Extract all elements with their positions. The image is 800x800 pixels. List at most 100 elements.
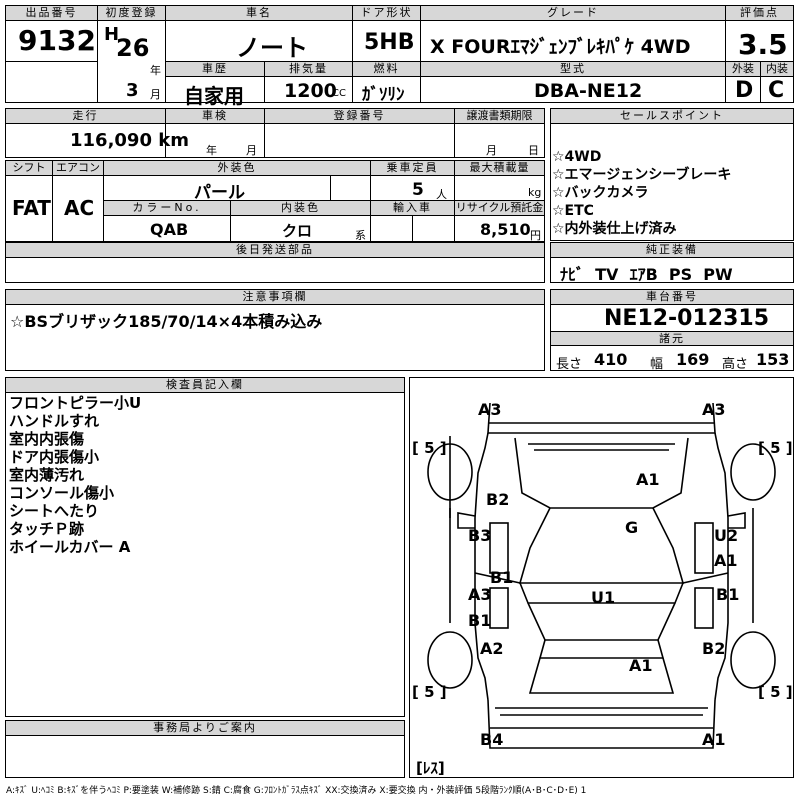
mark-a1-trunk: A1	[629, 656, 653, 675]
mark-u1-roof: U1	[591, 588, 616, 607]
intcolor: クロ	[282, 222, 313, 240]
height-label: 高さ	[722, 357, 749, 372]
inspector-item: シートへたり	[9, 502, 100, 520]
score-label: 評価点	[726, 6, 793, 21]
grade-label: グレード	[421, 6, 725, 21]
first-reg-label: 初度登録	[98, 6, 165, 21]
capacity-label: 乗車定員	[371, 161, 454, 176]
mark-u2-right-door: U2	[714, 526, 739, 545]
sales-label: セールスポイント	[551, 109, 793, 124]
sales-item: ☆ETC	[552, 203, 594, 219]
inspector-item: ドア内張傷小	[9, 448, 100, 466]
transfer-month-unit: 月	[486, 144, 497, 157]
car-name-label: 車名	[166, 6, 352, 21]
history: 自家用	[184, 84, 244, 108]
colorno-label: カラーNo.	[104, 201, 230, 216]
mark-b1-right-rear-door: B1	[716, 585, 740, 604]
later-parts-label: 後日発送部品	[6, 243, 544, 258]
load-label: 最大積載量	[455, 161, 544, 176]
mark-b1-left-door: B1	[490, 568, 514, 587]
mark-a1-right-bumper: A1	[702, 730, 726, 749]
fuel: ｶﾞｿﾘﾝ	[362, 85, 405, 105]
lot-label: 出品番号	[6, 6, 97, 21]
transfer-label: 譲渡書類期限	[455, 109, 544, 124]
insp-month-unit: 月	[246, 144, 257, 157]
mark-a3-left: A3	[478, 400, 502, 419]
equipment-label: 純正装備	[551, 243, 793, 258]
header-block	[5, 5, 794, 103]
recycle: 8,510	[480, 220, 531, 239]
color: パール	[194, 183, 245, 203]
lot-number: 9132	[18, 24, 96, 57]
history-label: 車歴	[166, 62, 264, 77]
height: 153	[756, 350, 790, 369]
mark-a1-hood: A1	[636, 470, 660, 489]
inspector-item: ホイールカバー A	[9, 538, 131, 556]
era: H	[104, 24, 120, 45]
inspector-item: ハンドルすれ	[9, 412, 100, 430]
length-label: 長さ	[556, 357, 583, 372]
sales-item: ☆4WD	[552, 149, 602, 165]
model-label: 型式	[421, 62, 725, 77]
mark-b3-left-door: B3	[468, 526, 492, 545]
sales-item: ☆エマージェンシーブレーキ	[552, 167, 732, 183]
notes-label: 注意事項欄	[6, 290, 544, 305]
score: 3.5	[738, 28, 788, 61]
color-label: 外装色	[104, 161, 370, 176]
recycle-label: リサイクル預託金	[455, 201, 544, 216]
displacement-label: 排気量	[265, 62, 352, 77]
shift-label: シフト	[6, 161, 52, 176]
fuel-label: 燃料	[353, 62, 420, 77]
spare-tire: [ﾚｽ]	[416, 759, 445, 777]
door-label: ドア形状	[353, 6, 420, 21]
recycle-unit: 円	[530, 229, 541, 242]
inspection-label: 車検	[166, 109, 264, 124]
inspector-item: タッチＰ跡	[9, 520, 85, 538]
capacity-unit: 人	[436, 188, 447, 201]
car-name: ノート	[236, 34, 308, 62]
mark-b1-left-rear-door: B1	[468, 611, 492, 630]
ext-grade: D	[735, 78, 754, 103]
shift: FAT	[12, 196, 51, 220]
ac: AC	[64, 196, 95, 220]
legend: A:ｷｽﾞ U:ﾍｺﾐ B:ｷｽﾞを伴うﾍｺﾐ P:要塗装 W:補修跡 S:錆 …	[6, 786, 587, 796]
inspector-item: コンソール傷小	[9, 484, 115, 502]
inspector-label: 検査員記入欄	[6, 378, 404, 393]
intcolor-label: 内装色	[231, 201, 370, 216]
mark-b4-left-bumper: B4	[480, 730, 504, 749]
int-label: 内装	[761, 62, 793, 77]
capacity: 5	[412, 180, 424, 200]
dims-label: 諸元	[551, 332, 793, 346]
mark-a3-left-rear-door: A3	[468, 585, 492, 604]
width-label: 幅	[650, 357, 664, 372]
car-outline-diagram	[427, 402, 776, 749]
ext-label: 外装	[726, 62, 760, 77]
year-unit: 年	[150, 64, 161, 77]
length: 410	[594, 350, 628, 369]
reg-month: 3	[126, 80, 139, 101]
displacement: 1200	[284, 80, 337, 102]
displacement-unit: CC	[332, 88, 346, 99]
width: 169	[676, 350, 710, 369]
tire-rr: [ 5 ]	[758, 683, 793, 701]
mark-b2-right-rear: B2	[702, 639, 726, 658]
notes-text: ☆BSブリザック185/70/14×4本積み込み	[10, 312, 323, 331]
sales-list: ☆4WD ☆エマージェンシーブレーキ ☆バックカメラ ☆ETC ☆内外装仕上げ済…	[552, 148, 731, 238]
mark-a3-right: A3	[702, 400, 726, 419]
month-unit: 月	[150, 88, 161, 101]
sales-item: ☆内外装仕上げ済み	[552, 221, 677, 237]
inspector-item: 室内薄汚れ	[9, 466, 85, 484]
mileage: 116,090 km	[70, 130, 189, 151]
inspector-block	[5, 377, 405, 717]
office-label: 事務局よりご案内	[6, 721, 404, 736]
mileage-label: 走行	[6, 109, 165, 124]
chassis-number: NE12-012315	[604, 306, 770, 331]
inspector-item: フロントピラー小U	[9, 394, 142, 412]
import-label: 輸入車	[371, 201, 454, 216]
mark-b2-left-front: B2	[486, 490, 510, 509]
int-grade: C	[768, 78, 785, 103]
sales-block	[550, 108, 794, 241]
reg-year: 26	[116, 34, 150, 62]
tire-fr: [ 5 ]	[758, 439, 793, 457]
equipment-items: ﾅﾋﾞ TV ｴｱB PS PW	[560, 265, 733, 284]
